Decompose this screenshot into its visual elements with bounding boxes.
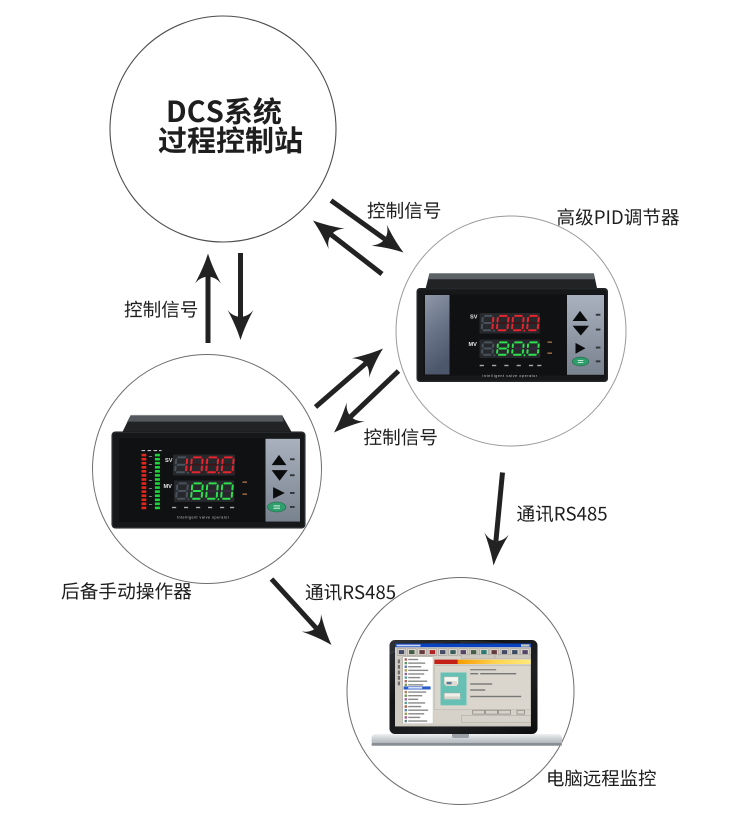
svg-text:MV: MV bbox=[469, 342, 478, 348]
svg-text:MV: MV bbox=[164, 484, 173, 490]
svg-text:SV: SV bbox=[470, 315, 478, 321]
svg-text:SV: SV bbox=[165, 458, 173, 464]
svg-text:Intelligent valve operator: Intelligent valve operator bbox=[177, 516, 230, 520]
svg-text:Intelligent valve operator: Intelligent valve operator bbox=[482, 374, 537, 378]
